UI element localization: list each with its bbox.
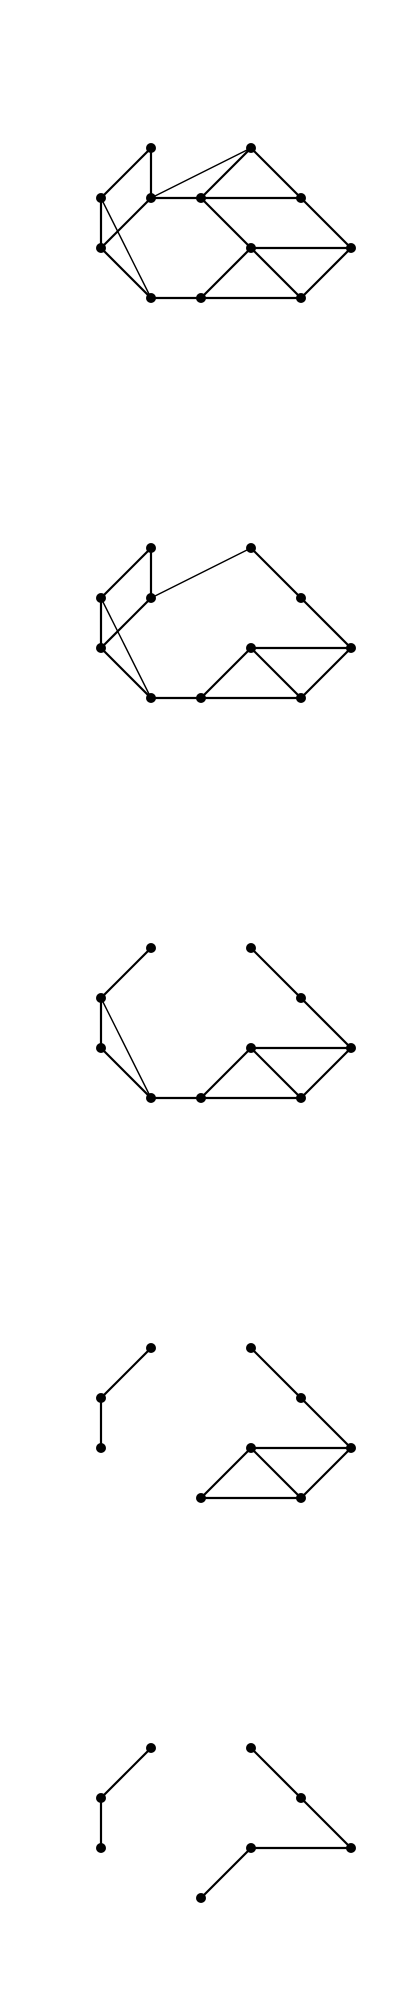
graph-edge [100, 197, 152, 299]
graph-edge [99, 646, 153, 700]
graph-node [346, 1043, 356, 1053]
graph-node [246, 1443, 256, 1453]
graph-edge [249, 1446, 303, 1500]
graph-panel-4 [96, 1343, 356, 1503]
graph-edge [249, 146, 303, 200]
graph-node [146, 193, 156, 203]
graph-node [96, 1393, 106, 1403]
graph-edge [299, 996, 353, 1050]
graph-node [246, 243, 256, 253]
graph-node [146, 1093, 156, 1103]
graph-node [146, 1343, 156, 1353]
graph-node [196, 1893, 206, 1903]
graph-node [146, 943, 156, 953]
graph-node [246, 1043, 256, 1053]
graph-edge [249, 646, 303, 700]
graph-node [146, 293, 156, 303]
graph-edge [299, 196, 353, 250]
graph-edge [99, 1746, 153, 1800]
graph-node [296, 1493, 306, 1503]
graph-node [246, 943, 256, 953]
graph-edge [99, 1046, 153, 1100]
graph-node [346, 1443, 356, 1453]
graph-edge [150, 547, 252, 599]
graph-node [296, 193, 306, 203]
graph-edge [99, 946, 153, 1000]
graph-edge [249, 546, 303, 600]
graph-edge [199, 1046, 253, 1100]
graph-edge [249, 1346, 303, 1400]
graph-node [296, 693, 306, 703]
graph-edge [99, 146, 153, 200]
graph-node [96, 643, 106, 653]
graph-node [146, 143, 156, 153]
graph-node [246, 1843, 256, 1853]
graph-node [296, 1793, 306, 1803]
graph-panel-3 [96, 943, 356, 1103]
graph-node [96, 1843, 106, 1853]
graph-node [196, 1493, 206, 1503]
graph-node [96, 243, 106, 253]
graph-edge [299, 1796, 353, 1850]
graph-panel-5 [96, 1743, 356, 1903]
graph-node [146, 693, 156, 703]
graph-panel-2 [96, 543, 356, 703]
graph-node [196, 293, 206, 303]
graph-node [96, 1043, 106, 1053]
graph-edge [199, 146, 253, 200]
graph-edge [99, 596, 153, 650]
graph-node [96, 1443, 106, 1453]
graph-edge [299, 1446, 353, 1500]
graph-edge [249, 946, 303, 1000]
graph-node [96, 193, 106, 203]
graph-node [296, 293, 306, 303]
graph-node [96, 1793, 106, 1803]
graph-edge [99, 246, 153, 300]
graph-edge [299, 246, 353, 300]
graph-edge [199, 196, 253, 250]
graph-node [296, 1093, 306, 1103]
graph-edge [299, 646, 353, 700]
graph-node [246, 1343, 256, 1353]
graph-node [96, 593, 106, 603]
graph-node [146, 1743, 156, 1753]
graph-edge [299, 1396, 353, 1450]
graph-edge [99, 1346, 153, 1400]
graph-node [346, 243, 356, 253]
graph-edge [199, 246, 253, 300]
graph-node [146, 593, 156, 603]
graph-node [196, 693, 206, 703]
graph-node [296, 1393, 306, 1403]
graph-node [246, 543, 256, 553]
graph-edge [100, 997, 152, 1099]
graph-node [246, 643, 256, 653]
graph-node [246, 1743, 256, 1753]
graph-node [146, 543, 156, 553]
graph-edge [199, 1846, 253, 1900]
graph-edge [99, 546, 153, 600]
graph-node [246, 143, 256, 153]
graph-edge [249, 1046, 303, 1100]
graph-node [346, 1843, 356, 1853]
graph-edge [249, 246, 303, 300]
graph-node [296, 593, 306, 603]
graph-edge [150, 147, 252, 199]
graph-edge [100, 597, 152, 699]
graph-node [296, 993, 306, 1003]
graph-node [346, 643, 356, 653]
graph-edge [199, 1446, 253, 1500]
graph-edge [199, 646, 253, 700]
graph-edge [99, 196, 153, 250]
graph-node [196, 1093, 206, 1103]
graph-node [96, 993, 106, 1003]
graph-edge [249, 1746, 303, 1800]
graph-edge [299, 596, 353, 650]
graph-node [196, 193, 206, 203]
graph-edge [299, 1046, 353, 1100]
graph-panel-1 [96, 143, 356, 303]
